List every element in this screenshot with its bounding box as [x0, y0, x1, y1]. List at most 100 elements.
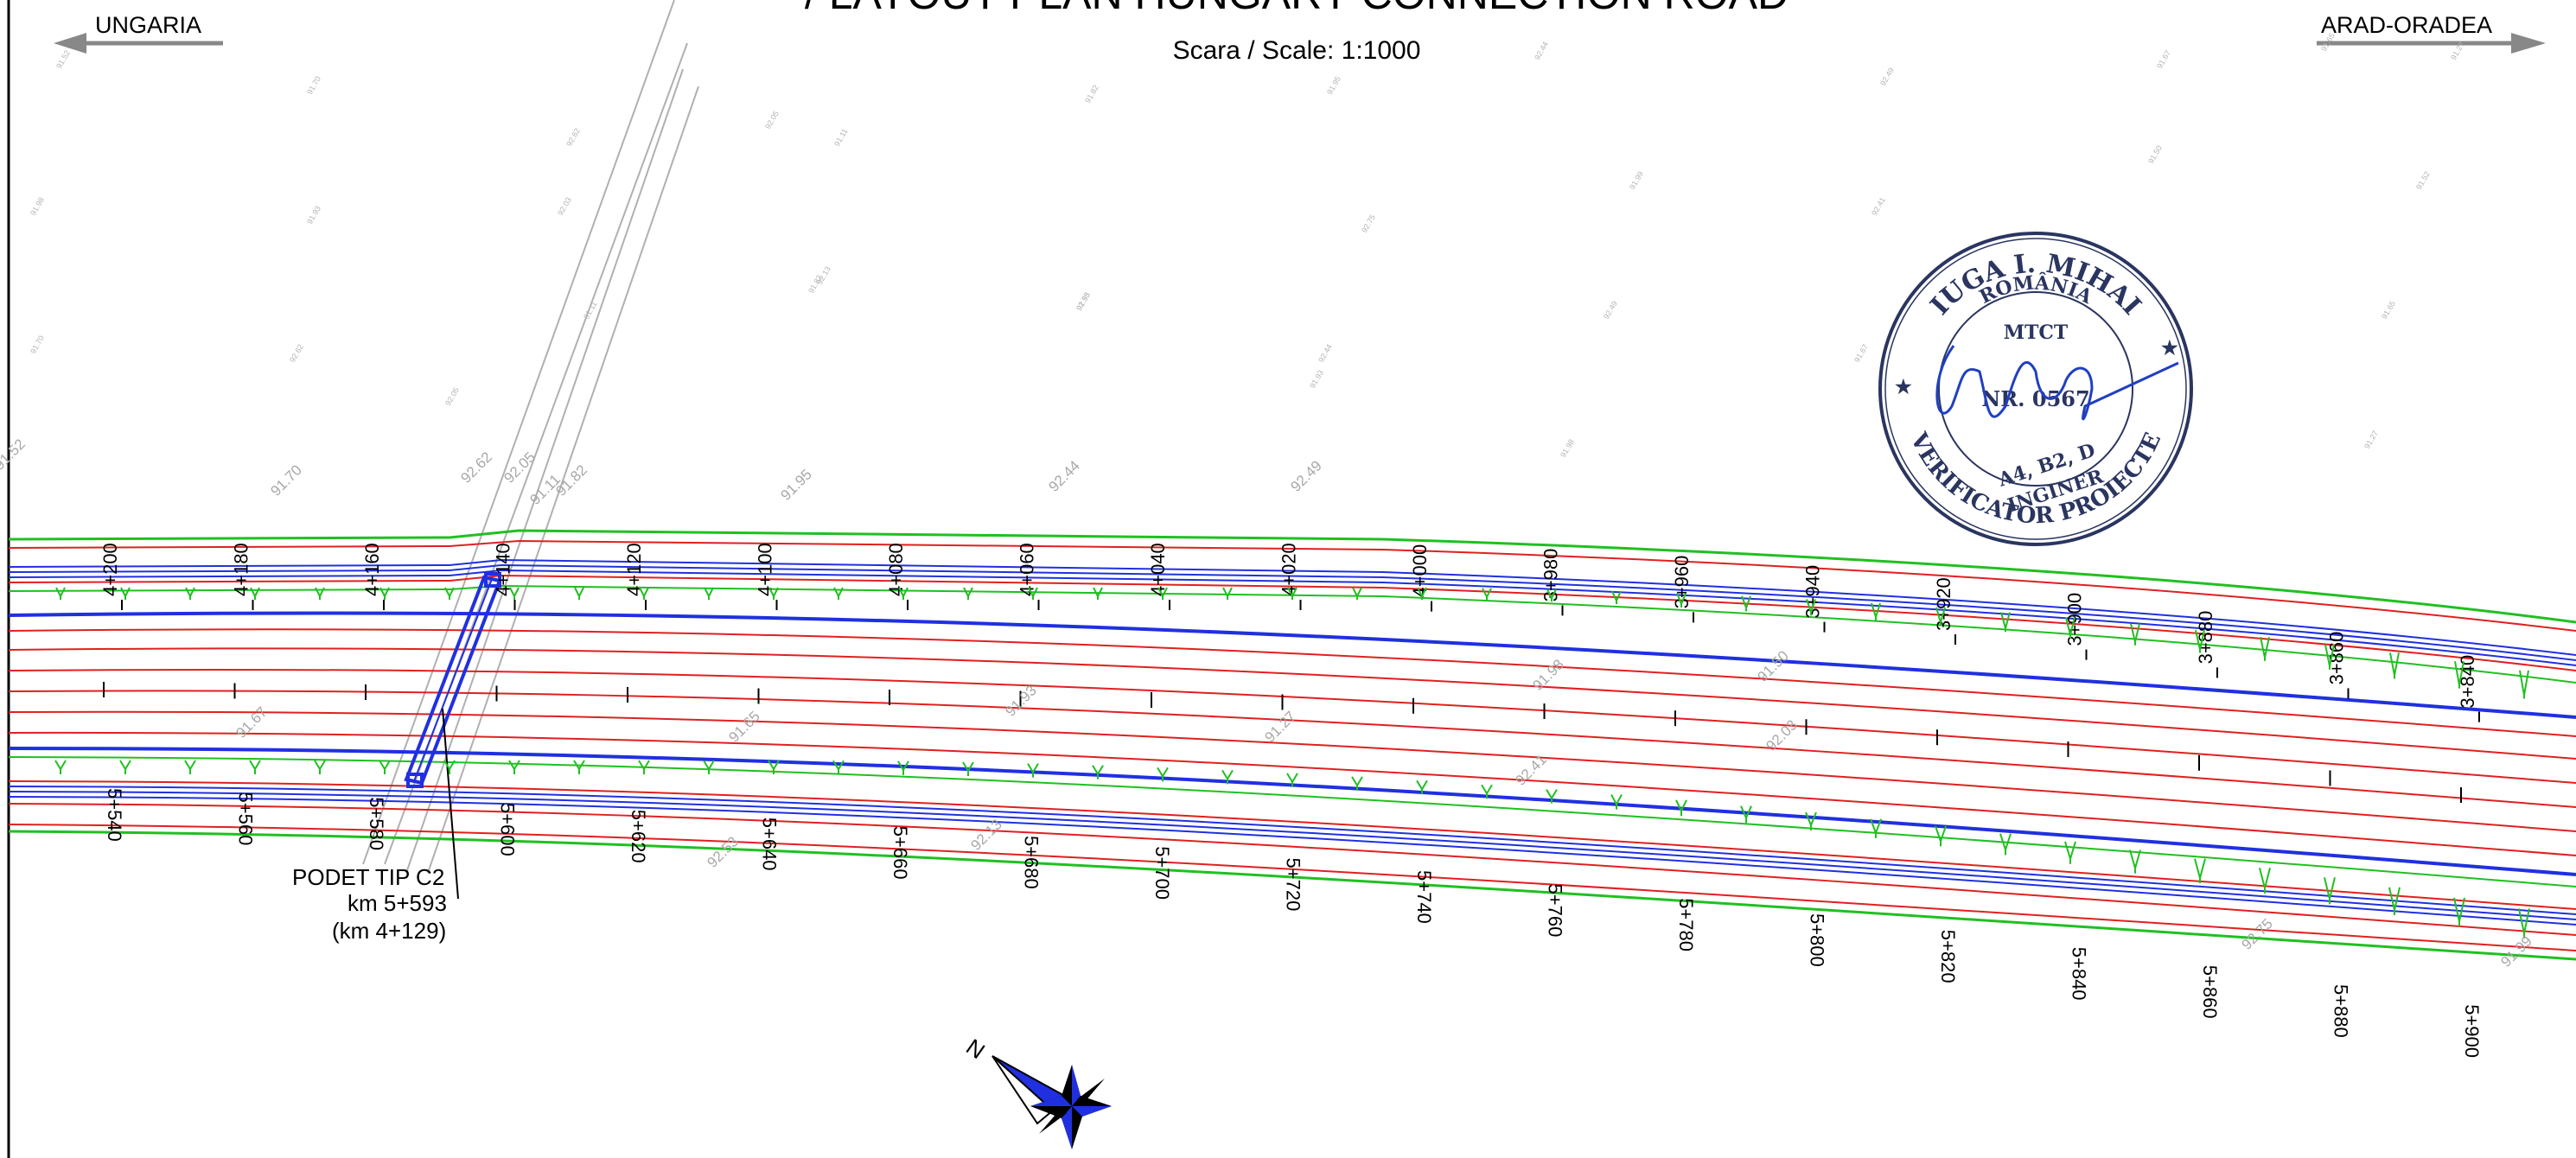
- survey-point: 91.99: [1628, 169, 1645, 191]
- stamp-number: NR. 0567: [1981, 386, 2089, 411]
- slope-mark-lower: [573, 760, 585, 774]
- slope-mark-lower: [119, 760, 131, 774]
- culvert-label-km-alt: (km 4+129): [332, 918, 446, 944]
- station-label-lower: 5+600: [497, 803, 519, 856]
- slope-mark-lower: [2064, 841, 2076, 864]
- station-label-lower: 5+800: [1807, 913, 1828, 967]
- slope-mark-upper: [185, 587, 195, 600]
- elevation-label: 91.52: [0, 436, 29, 474]
- elevation-label: 91.70: [267, 461, 305, 499]
- slope-mark-lower: [1999, 833, 2012, 856]
- slope-mark-lower: [703, 760, 715, 774]
- elevation-label: 92.44: [1045, 457, 1083, 495]
- station-label-lower: 5+640: [759, 818, 781, 871]
- survey-point: 91.52: [2414, 169, 2432, 191]
- station-label-lower: 5+880: [2331, 984, 2352, 1038]
- elevation-label: 91.67: [233, 703, 271, 741]
- station-label-lower: 5+820: [1937, 930, 1959, 983]
- slope-mark-lower: [1092, 765, 1104, 779]
- verification-stamp: IUGA I. MIHAI ROMÂNIA MTCT NR. 0567 A4, …: [1878, 232, 2193, 546]
- signature-scribble: [1935, 345, 2179, 421]
- station-label-lower: 5+840: [2069, 947, 2090, 1001]
- slope-mark-upper: [963, 587, 973, 600]
- survey-point: 92.05: [443, 385, 461, 407]
- survey-point: 91.65: [2380, 299, 2397, 321]
- elevation-label: 91.99: [2497, 932, 2535, 970]
- slope-mark-upper: [833, 587, 844, 600]
- station-label-upper: 4+000: [1409, 544, 1431, 598]
- culvert-c2: [404, 572, 502, 788]
- survey-point: 91.95: [1325, 74, 1342, 96]
- slope-mark-upper: [768, 587, 779, 600]
- station-label-lower: 5+760: [1545, 884, 1566, 938]
- slope-mark-upper: [1157, 587, 1168, 600]
- station-label-lower: 5+560: [235, 792, 257, 846]
- drawing-scale: Scara / Scale: 1:1000: [1173, 36, 1421, 65]
- station-label-lower: 5+720: [1283, 858, 1304, 912]
- station-label-upper: 3+920: [1933, 577, 1954, 631]
- slope-mark-lower: [962, 761, 974, 777]
- station-label-upper: 3+880: [2195, 611, 2216, 665]
- slope-mark-upper: [1417, 587, 1427, 601]
- elevation-label: 91.95: [777, 466, 815, 504]
- direction-right-label: ARAD-ORADEA: [2321, 12, 2492, 38]
- slope-mark-lower: [508, 760, 520, 774]
- slope-mark-lower: [1351, 776, 1363, 791]
- slope-mark-upper: [1352, 587, 1362, 600]
- station-label-upper: 4+060: [1017, 543, 1038, 596]
- stamp-star-left-icon: ★: [1895, 376, 1912, 398]
- slope-mark-upper: [1871, 602, 1881, 621]
- slope-mark-upper: [2260, 637, 2270, 661]
- slope-mark-lower: [54, 760, 67, 774]
- slope-mark-lower: [2324, 877, 2336, 905]
- slope-mark-lower: [2518, 908, 2530, 939]
- slope-mark-lower: [1157, 767, 1169, 782]
- slope-mark-upper: [1546, 589, 1557, 602]
- slope-mark-upper: [250, 587, 260, 600]
- survey-point: 92.44: [1317, 342, 1334, 364]
- direction-left-arrow-icon: [54, 33, 223, 54]
- survey-point: 91.50: [2146, 143, 2164, 165]
- survey-point: 92.49: [1878, 66, 1896, 87]
- slope-mark-lower: [1870, 818, 1882, 838]
- slope-mark-lower: [443, 760, 456, 774]
- station-label-upper: 4+120: [623, 543, 645, 596]
- survey-point: 91.95: [1074, 290, 1092, 312]
- slope-mark-lower: [184, 760, 196, 774]
- direction-right-arrow-icon: [2317, 33, 2546, 54]
- station-label-upper: 4+180: [231, 543, 252, 596]
- station-label-lower: 5+740: [1413, 870, 1435, 924]
- north-arrow-icon: [992, 1055, 1112, 1149]
- centerline-ticks: [103, 682, 2462, 803]
- slope-mark-upper: [444, 587, 455, 600]
- slope-mark-lower: [1935, 825, 1947, 847]
- station-label-upper: 4+160: [361, 543, 383, 596]
- survey-point: 92.75: [1360, 213, 1377, 234]
- station-label-lower: 5+780: [1675, 898, 1697, 951]
- survey-point: 91.67: [1852, 342, 1870, 364]
- station-label-upper: 4+200: [99, 543, 121, 596]
- station-label-lower: 5+620: [628, 810, 649, 863]
- elevation-label: 92.62: [457, 449, 495, 487]
- slope-mark-upper: [2324, 644, 2335, 670]
- station-label-upper: 4+040: [1147, 543, 1169, 596]
- survey-point: 92.62: [288, 342, 305, 364]
- slope-mark-upper: [2130, 623, 2140, 646]
- survey-point: 91.11: [832, 127, 850, 148]
- elevation-label: 91.27: [1261, 708, 1299, 746]
- slope-mark-lower: [314, 760, 326, 774]
- crossing-utility-lines: [362, 0, 699, 874]
- slope-mark-lower: [638, 760, 650, 774]
- station-label-upper: 3+980: [1540, 549, 1562, 602]
- slope-mark-upper: [509, 587, 520, 600]
- survey-point: 91.93: [305, 204, 322, 226]
- slope-mark-lower: [2129, 849, 2141, 874]
- slope-mark-upper: [1028, 587, 1038, 600]
- stamp-ministry: MTCT: [2004, 321, 2069, 344]
- slope-mark-lower: [2194, 858, 2206, 884]
- survey-point: 92.62: [564, 126, 582, 148]
- survey-point: 91.93: [1308, 368, 1325, 390]
- elevation-label: 92.75: [2238, 915, 2276, 953]
